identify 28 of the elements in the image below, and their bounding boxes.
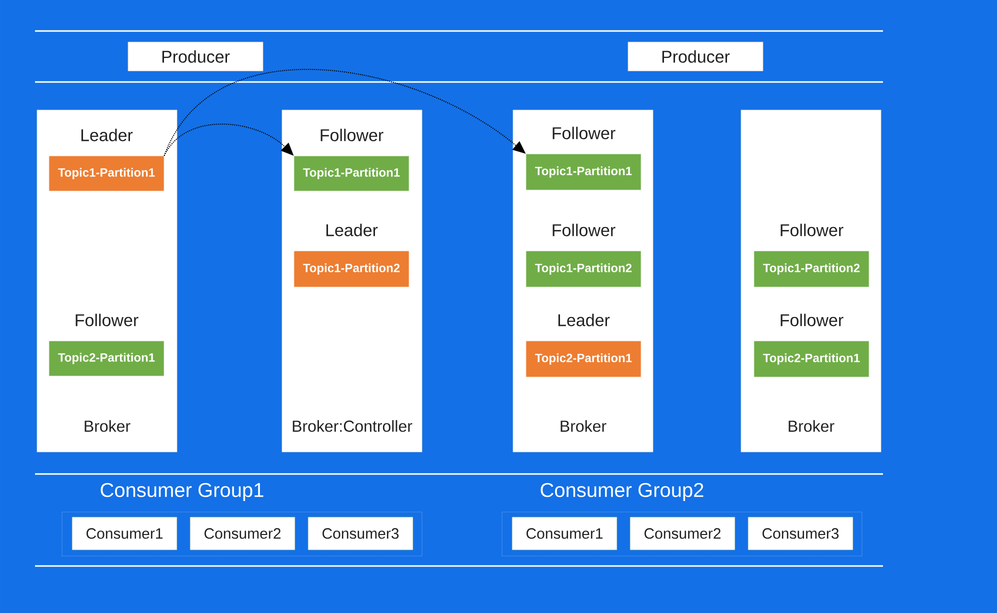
role-label: Follower (552, 224, 616, 236)
role-label: Follower (552, 126, 616, 140)
partition-box: Topic1-Partition2 (526, 250, 642, 288)
consumer-box: Consumer2 (630, 516, 736, 550)
consumer-box: Consumer1 (512, 516, 618, 550)
role-label: Follower (780, 314, 844, 326)
role-label: Follower (76, 314, 138, 326)
partition-box: Topic2-Partition1 (526, 340, 642, 378)
consumer-box: Consumer1 (72, 516, 178, 550)
partition-box: Topic1-Partition2 (294, 250, 410, 288)
partition-box: Topic1-Partition1 (48, 156, 164, 192)
node-label: Consumer Group1 (100, 482, 264, 502)
role-label: Leader (558, 314, 610, 326)
producer-box: Producer (128, 42, 264, 72)
node-label: Consumer Group2 (540, 482, 704, 502)
role-label: Leader (81, 128, 133, 142)
partition-box: Topic1-Partition1 (294, 156, 410, 192)
consumer-box: Consumer3 (748, 516, 854, 550)
role-label: Follower (780, 224, 844, 236)
consumer-box: Consumer2 (190, 516, 296, 550)
partition-box: Topic2-Partition1 (48, 340, 164, 376)
role-label: Leader (326, 224, 378, 236)
partition-box: Topic1-Partition1 (526, 154, 642, 190)
role-label: Follower (320, 128, 384, 142)
partition-box: Topic1-Partition2 (754, 250, 870, 288)
partition-box: Topic2-Partition1 (754, 340, 870, 378)
producer-box: Producer (628, 42, 764, 72)
consumer-box: Consumer3 (308, 516, 414, 550)
